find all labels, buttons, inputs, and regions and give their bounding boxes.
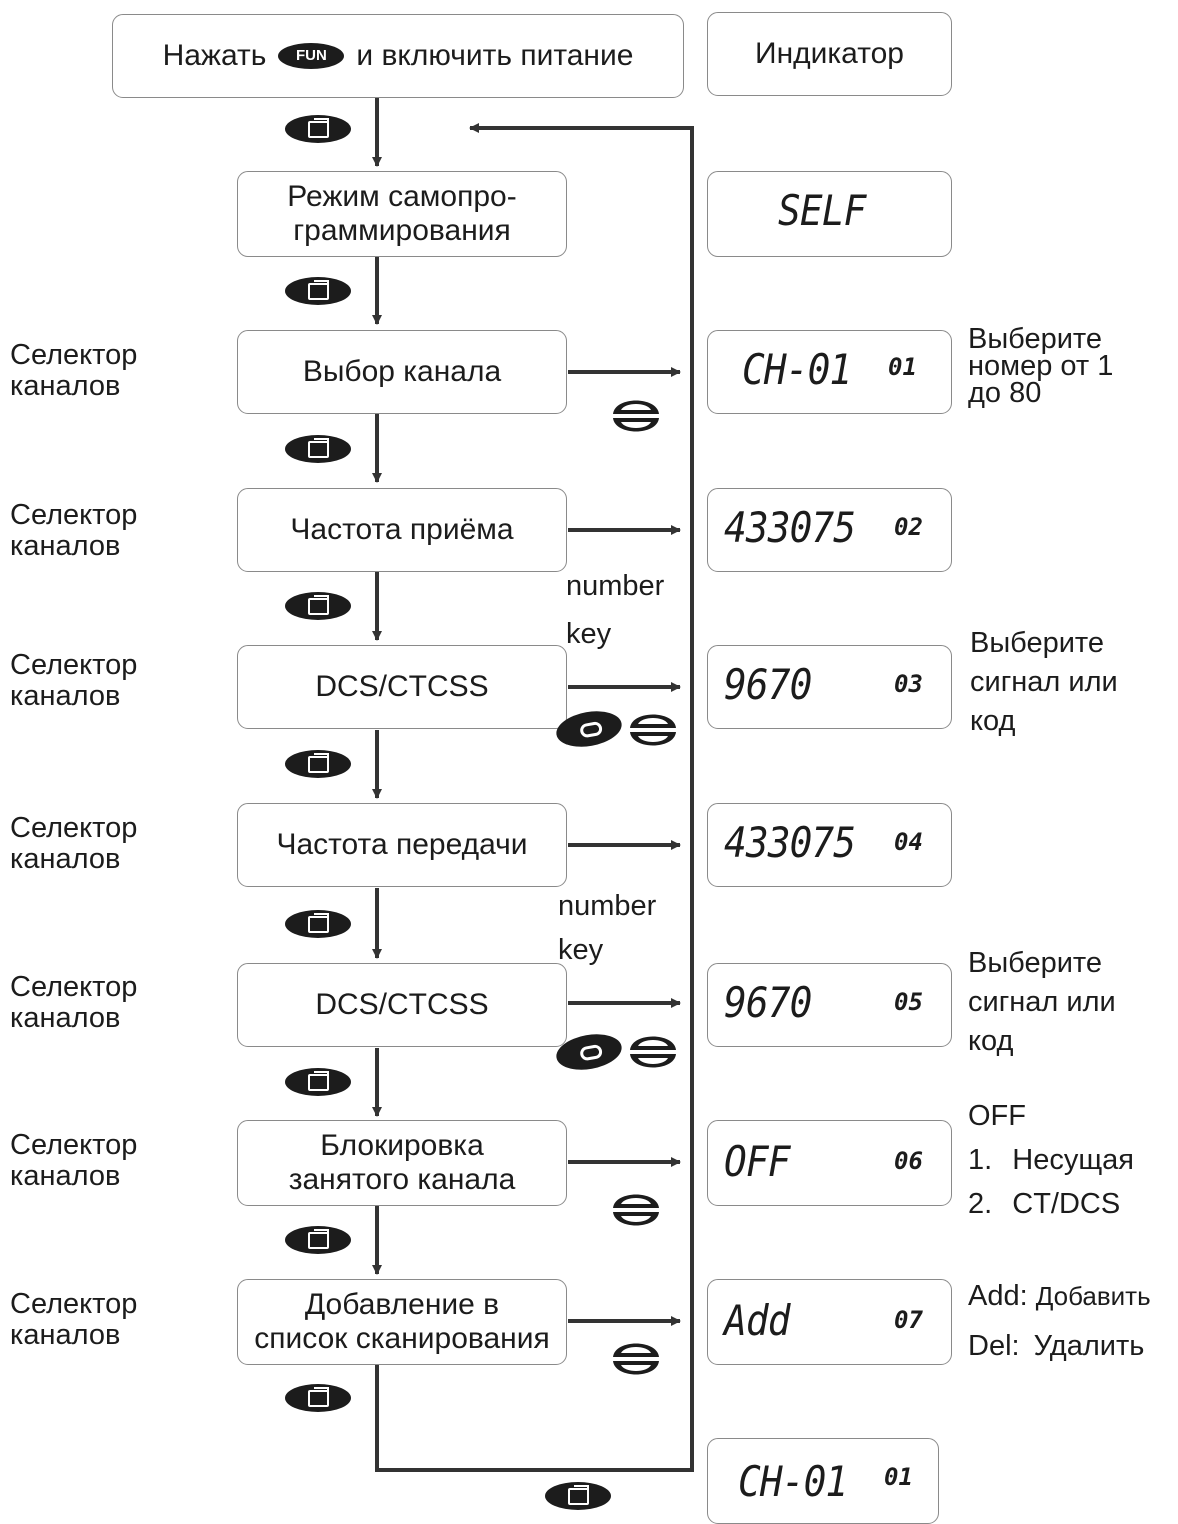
step-box: Частота приёма	[237, 488, 567, 572]
selector-knob-icon	[630, 714, 676, 746]
menu-key-icon	[285, 1226, 351, 1254]
lcd-channel: 01	[884, 1463, 913, 1491]
menu-key-icon	[285, 115, 351, 143]
side-label: Селектор каналов	[10, 1288, 138, 1351]
lcd-display: 9670 05	[707, 963, 952, 1047]
side-label: Селектор каналов	[10, 812, 138, 875]
lcd-display: 433075 04	[707, 803, 952, 887]
lcd-value: OFF	[724, 1137, 790, 1186]
lcd-value: 433075	[724, 818, 856, 867]
menu-key-icon	[285, 435, 351, 463]
lcd-value: SELF	[778, 186, 866, 235]
menu-key-icon	[285, 277, 351, 305]
selector-knob-icon	[630, 1036, 676, 1068]
step-box: Режим самопро- граммирования	[237, 171, 567, 257]
indicator-title: Индикатор	[755, 37, 904, 70]
step-label: DCS/CTCSS	[315, 988, 489, 1021]
loop-line	[375, 123, 694, 1472]
menu-key-icon	[285, 910, 351, 938]
step-label: DCS/CTCSS	[315, 670, 489, 703]
note-busy-off: OFF	[968, 1100, 1026, 1132]
menu-key-icon	[285, 1384, 351, 1412]
note-del-value: Удалить	[1033, 1330, 1145, 1362]
lcd-display: 9670 03	[707, 645, 952, 729]
fun-key-icon: FUN	[278, 43, 345, 69]
side-label: Селектор каналов	[10, 971, 138, 1034]
lcd-value: 9670	[724, 978, 812, 1027]
option-number: 2.	[968, 1188, 993, 1220]
lcd-channel: 06	[894, 1147, 923, 1175]
lcd-value: 433075	[724, 503, 856, 552]
step-box: Блокировка занятого канала	[237, 1120, 567, 1206]
lcd-channel: 01	[888, 353, 917, 381]
indicator-header: Индикатор	[707, 12, 952, 96]
note-select-code: Выберите сигнал или код	[970, 627, 1118, 737]
note-del-key: Del:	[968, 1330, 1020, 1362]
start-box: Нажать FUN и включить питание	[112, 14, 684, 98]
lcd-display: 433075 02	[707, 488, 952, 572]
lcd-value: 9670	[724, 660, 812, 709]
number-key-label: number key	[558, 890, 657, 966]
note-select-code: Выберите сигнал или код	[968, 947, 1116, 1057]
note-channel-range: Выберите номер от 1 до 80	[968, 323, 1114, 409]
side-label: Селектор каналов	[10, 1129, 138, 1192]
note-add: Add: Добавить	[968, 1280, 1151, 1313]
step-box: DCS/CTCSS	[237, 645, 567, 729]
start-text-after: и включить питание	[356, 39, 634, 72]
lcd-display-final: CH-01 01	[707, 1438, 939, 1524]
step-label: Добавление в список сканирования	[254, 1288, 550, 1355]
lcd-channel: 04	[894, 828, 923, 856]
step-box: Выбор канала	[237, 330, 567, 414]
note-busy-option-1: 1. Несущая	[968, 1144, 1134, 1177]
note-busy-option-2: 2. CT/DCS	[968, 1188, 1120, 1221]
side-label: Селектор каналов	[10, 339, 138, 402]
step-label: Частота передачи	[276, 828, 528, 861]
side-label: Селектор каналов	[10, 499, 138, 562]
lcd-display: SELF	[707, 171, 952, 257]
lcd-value: CH-01	[738, 1457, 848, 1506]
note-add-value: Добавить	[1035, 1281, 1151, 1311]
lcd-channel: 03	[894, 670, 923, 698]
lcd-channel: 07	[894, 1306, 923, 1334]
step-box: Частота передачи	[237, 803, 567, 887]
lcd-value: Add	[724, 1296, 790, 1345]
step-box: DCS/CTCSS	[237, 963, 567, 1047]
step-label: Частота приёма	[290, 513, 514, 546]
option-text: CT/DCS	[1012, 1188, 1121, 1220]
lcd-value: CH-01	[742, 345, 852, 394]
menu-key-icon	[285, 592, 351, 620]
option-number: 1.	[968, 1144, 993, 1176]
menu-key-icon	[285, 1068, 351, 1096]
start-text-before: Нажать	[162, 39, 267, 72]
selector-knob-icon	[613, 400, 659, 432]
option-text: Несущая	[1012, 1144, 1135, 1176]
lcd-channel: 02	[894, 513, 923, 541]
step-label: Режим самопро- граммирования	[287, 180, 517, 247]
step-box: Добавление в список сканирования	[237, 1279, 567, 1365]
lcd-channel: 05	[894, 988, 923, 1016]
note-del: Del: Удалить	[968, 1330, 1144, 1363]
lcd-display: OFF 06	[707, 1120, 952, 1206]
side-label: Селектор каналов	[10, 649, 138, 712]
selector-knob-icon	[613, 1343, 659, 1375]
number-key-label: number key	[566, 570, 665, 650]
note-add-key: Add:	[968, 1280, 1028, 1312]
step-label: Блокировка занятого канала	[288, 1129, 516, 1196]
lcd-display: Add 07	[707, 1279, 952, 1365]
lcd-display: CH-01 01	[707, 330, 952, 414]
menu-key-icon	[545, 1482, 611, 1510]
selector-knob-icon	[613, 1194, 659, 1226]
step-label: Выбор канала	[302, 355, 502, 388]
menu-key-icon	[285, 750, 351, 778]
